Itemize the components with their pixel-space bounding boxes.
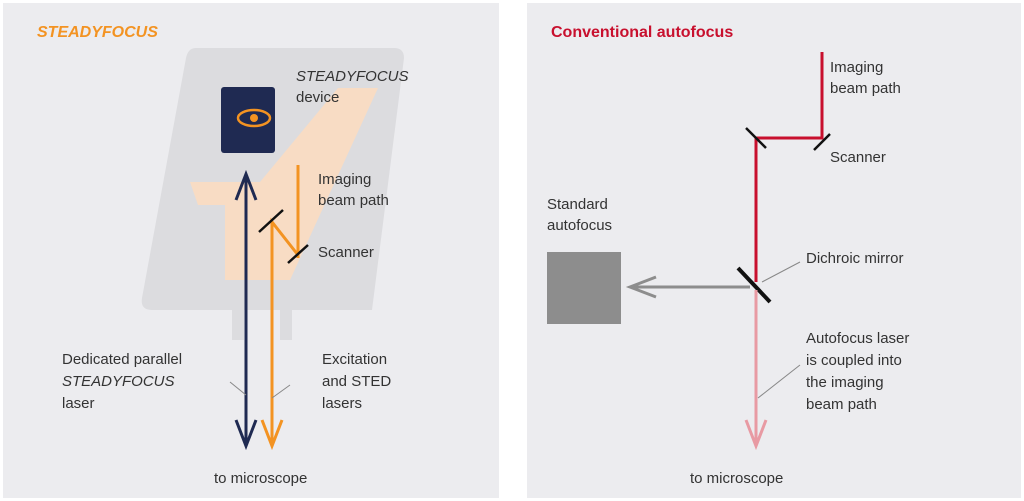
device-label-2: device <box>296 89 340 106</box>
imaging-label-1: Imaging <box>318 171 372 188</box>
gray-arrow-head <box>625 275 657 299</box>
steadyfocus-device <box>221 87 275 153</box>
imaging-beam-path-red <box>754 52 824 282</box>
excitation-arrow-head <box>260 419 284 451</box>
dichroic-mirror <box>736 266 772 304</box>
autofocus-label-4: beam path <box>806 396 877 413</box>
scanner-mirror <box>287 244 309 264</box>
eye-icon <box>236 108 272 128</box>
dichroic-label: Dichroic mirror <box>806 250 904 267</box>
navy-arrow-bottom <box>234 419 258 451</box>
upper-mirror <box>258 209 284 233</box>
beam-path-highlight <box>190 88 378 280</box>
beam-to-mirror <box>270 217 300 445</box>
steadyfocus-diagram <box>141 48 404 451</box>
conventional-title: Conventional autofocus <box>551 24 734 41</box>
scanner-label-right: Scanner <box>830 149 886 166</box>
device-label-1: STEADYFOCUS <box>296 68 409 85</box>
pink-arrow-head <box>744 419 768 451</box>
conventional-diagram <box>547 52 831 451</box>
excitation-leader <box>271 384 291 399</box>
imaging-label-right-1: Imaging <box>830 59 884 76</box>
dichroic-leader <box>761 261 801 283</box>
excitation-label-1: Excitation <box>322 351 388 368</box>
conventional-autofocus-panel <box>527 3 1021 498</box>
to-microscope-left: to microscope <box>214 470 308 487</box>
excitation-label-2: and STED <box>322 373 392 390</box>
autofocus-leader <box>757 364 801 399</box>
scanner-mirror-right <box>813 133 831 151</box>
excitation-label-3: lasers <box>322 395 363 412</box>
autofocus-label-2: is coupled into <box>806 352 902 369</box>
standard-label-2: autofocus <box>547 217 613 234</box>
upper-mirror-right <box>745 127 767 149</box>
standard-autofocus-box <box>547 252 621 324</box>
imaging-label-right-2: beam path <box>830 80 901 97</box>
dedicated-label-3: laser <box>62 395 95 412</box>
dedicated-label-1: Dedicated parallel <box>62 351 183 368</box>
to-microscope-right: to microscope <box>690 470 784 487</box>
standard-label-1: Standard <box>547 196 608 213</box>
autofocus-label-3: the imaging <box>806 374 884 391</box>
scanner-label: Scanner <box>318 244 374 261</box>
navy-arrow-top <box>234 169 258 201</box>
imaging-label-2: beam path <box>318 192 389 209</box>
autofocus-label-1: Autofocus laser <box>806 330 910 347</box>
dedicated-leader <box>229 381 247 396</box>
dedicated-label-2: STEADYFOCUS <box>62 373 175 390</box>
steadyfocus-title: STEADYFOCUS <box>37 24 158 41</box>
